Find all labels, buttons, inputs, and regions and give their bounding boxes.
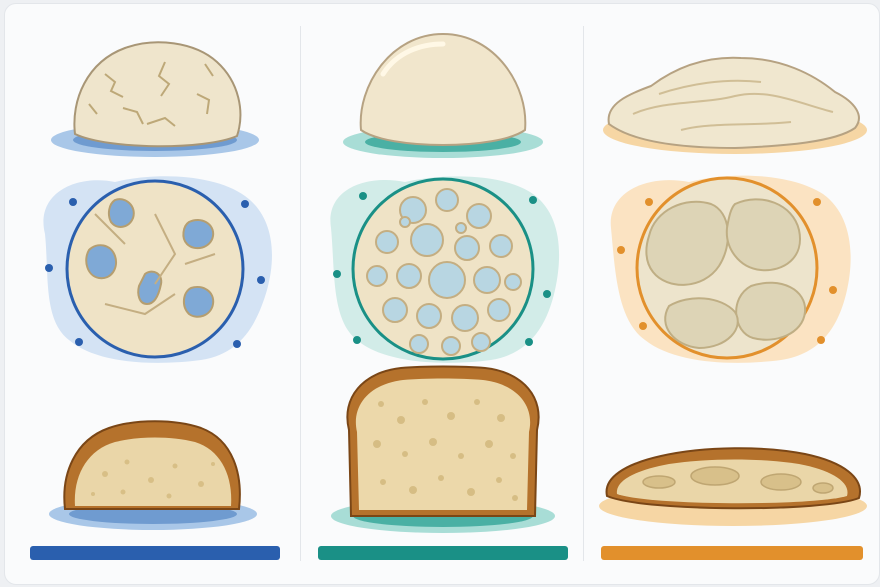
legend-bar-underdeveloped	[30, 546, 280, 560]
slack-flat-dough-icon	[603, 58, 867, 154]
dense-round-loaf-icon	[49, 421, 257, 530]
crumb-magnifier	[43, 176, 272, 363]
flat-loaf-icon	[599, 448, 867, 526]
crumb-magnifier	[330, 176, 559, 362]
legend-bar-overdeveloped	[601, 546, 863, 560]
crumb-magnifier	[611, 176, 851, 363]
comparison-card	[4, 3, 880, 585]
smooth-dough-ball-icon	[343, 34, 543, 158]
legend-bar-well-developed	[318, 546, 568, 560]
column-divider	[583, 26, 584, 561]
column-overdeveloped	[585, 4, 879, 584]
rough-dough-ball-icon	[51, 42, 259, 157]
tall-sandwich-loaf-icon	[331, 367, 555, 534]
column-well-developed	[301, 4, 585, 584]
column-underdeveloped	[5, 4, 301, 584]
